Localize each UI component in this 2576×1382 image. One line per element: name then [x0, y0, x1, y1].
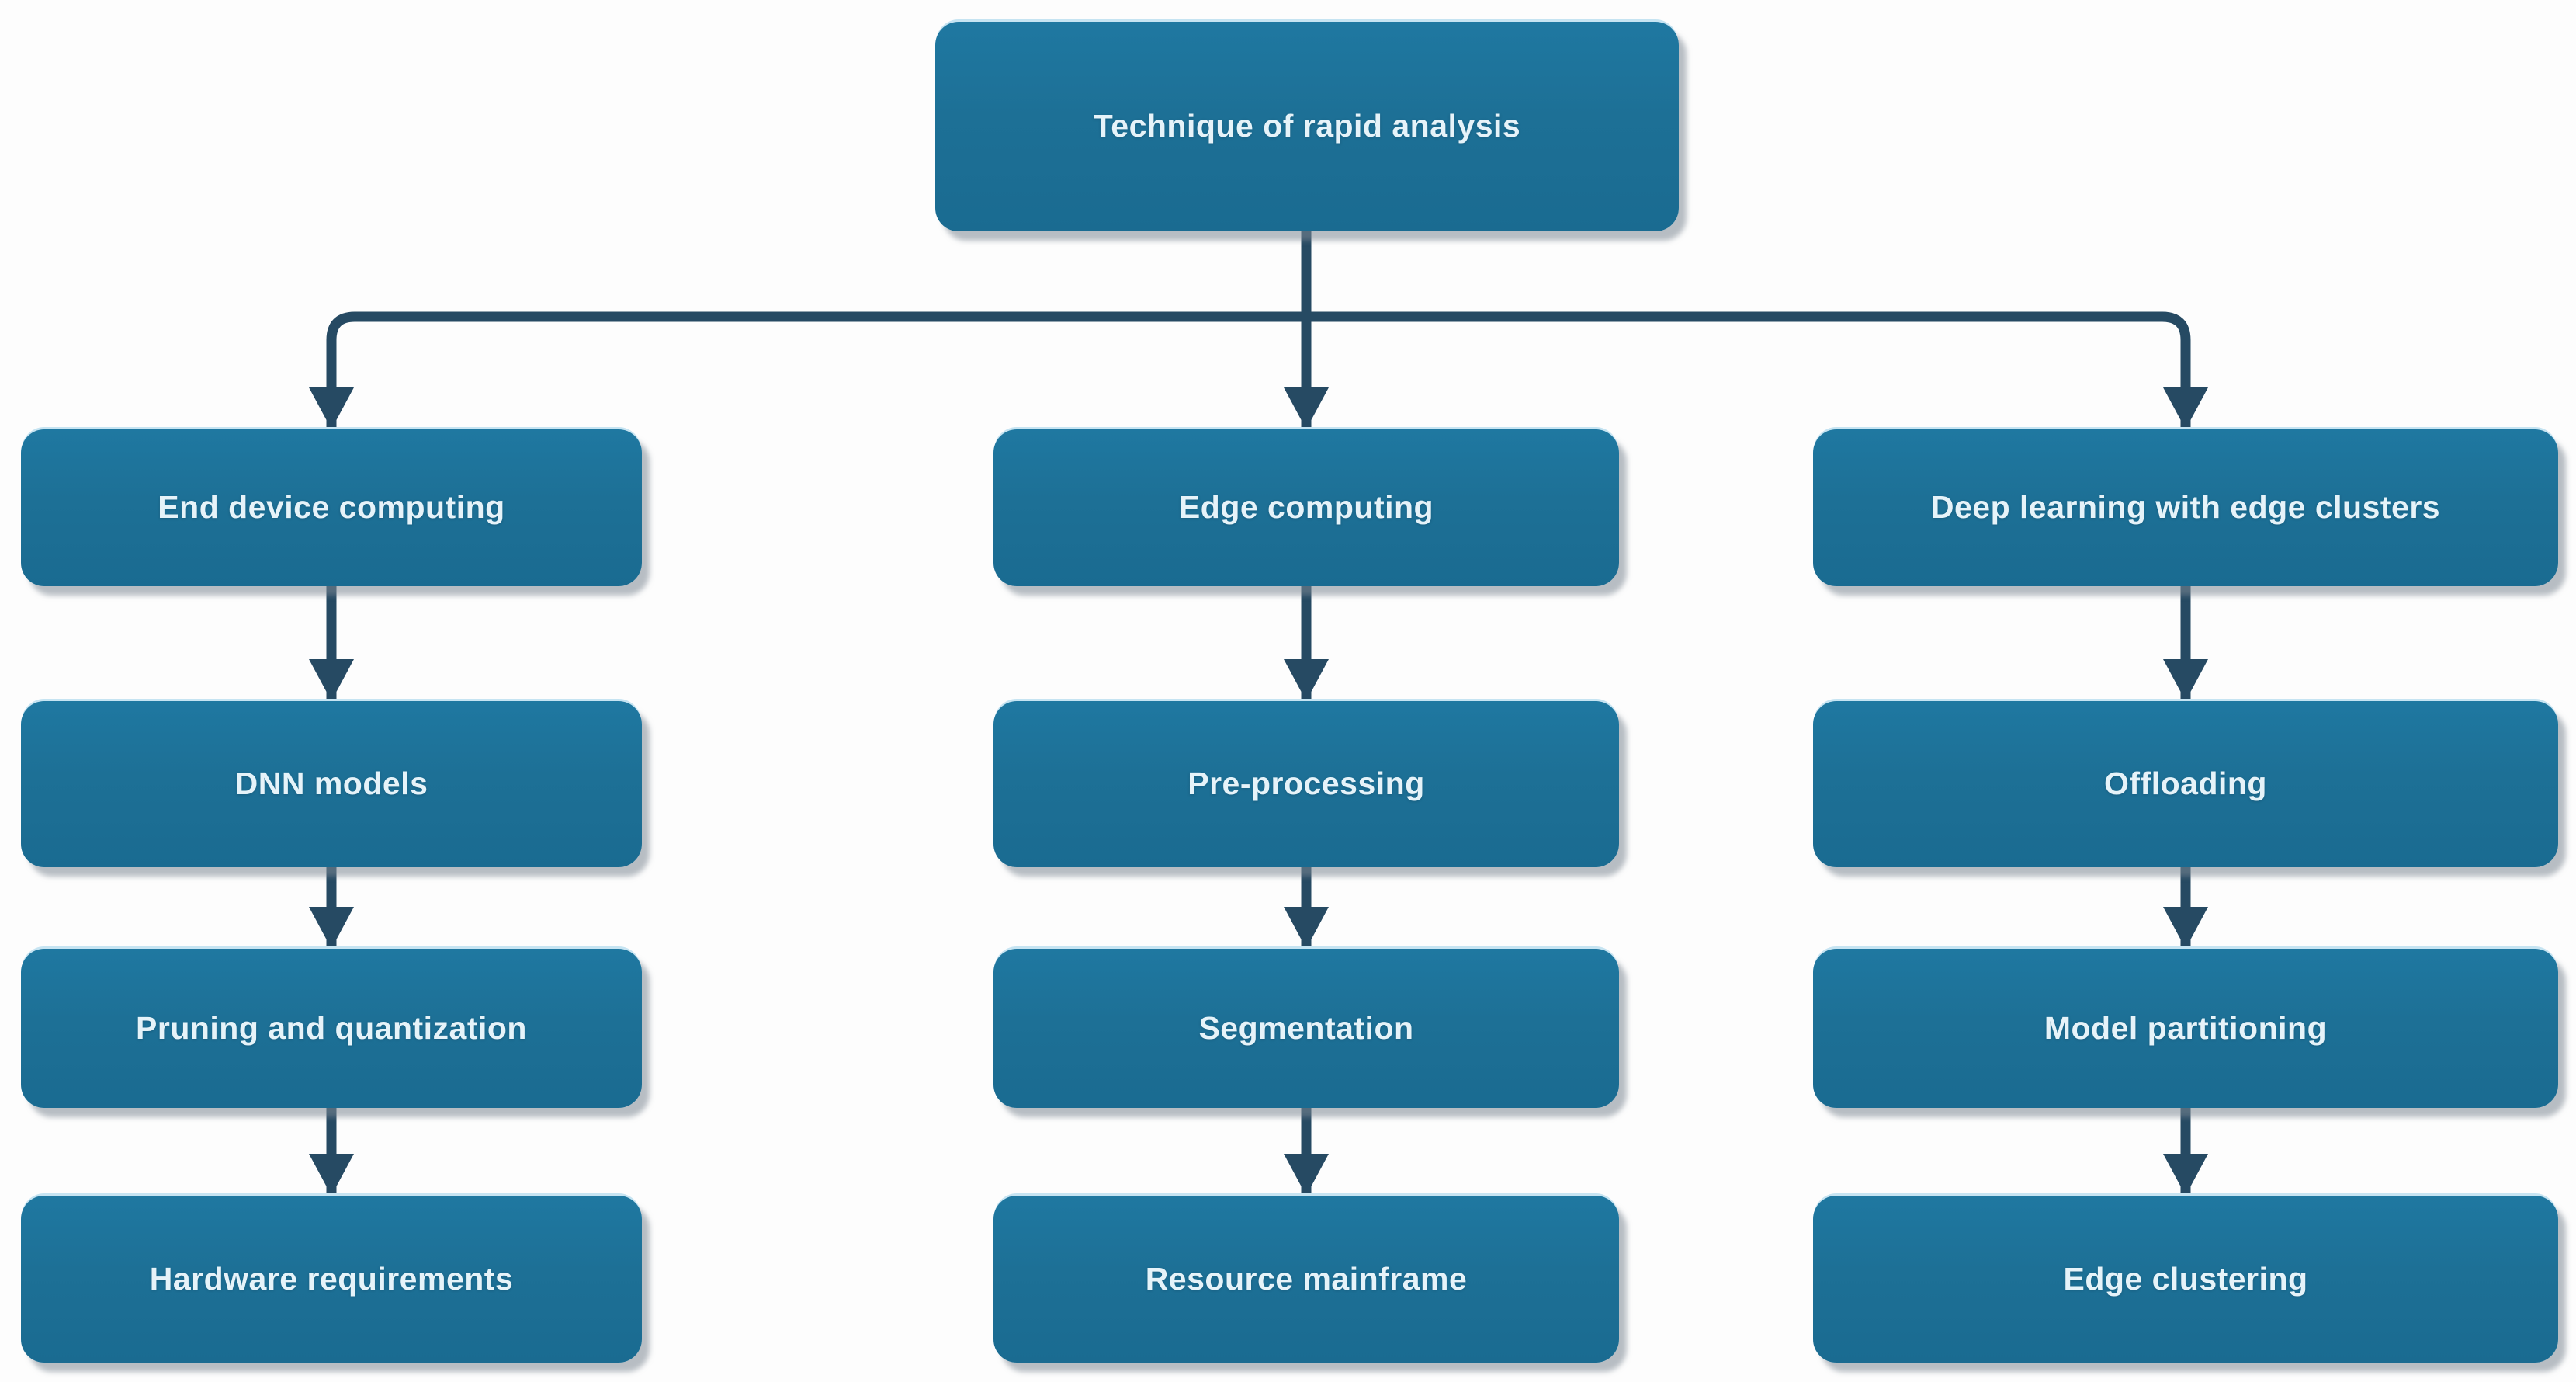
node-technique-of-rapid-analysis: Technique of rapid analysis: [935, 22, 1679, 231]
node-segmentation: Segmentation: [993, 949, 1619, 1108]
node-edge-clustering: Edge clustering: [1813, 1196, 2558, 1363]
node-model-partitioning: Model partitioning: [1813, 949, 2558, 1108]
node-deep-learning-with-edge-clusters: Deep learning with edge clusters: [1813, 429, 2558, 586]
node-pruning-and-quantization: Pruning and quantization: [21, 949, 642, 1108]
node-dnn-models: DNN models: [21, 701, 642, 867]
node-pre-processing: Pre-processing: [993, 701, 1619, 867]
arrow-root-to-deep-learning: [1306, 311, 2208, 429]
node-edge-computing: Edge computing: [993, 429, 1619, 586]
arrow-root-to-end-device-computing: [309, 311, 1306, 429]
node-resource-mainframe: Resource mainframe: [993, 1196, 1619, 1363]
node-hardware-requirements: Hardware requirements: [21, 1196, 642, 1363]
node-offloading: Offloading: [1813, 701, 2558, 867]
node-end-device-computing: End device computing: [21, 429, 642, 586]
